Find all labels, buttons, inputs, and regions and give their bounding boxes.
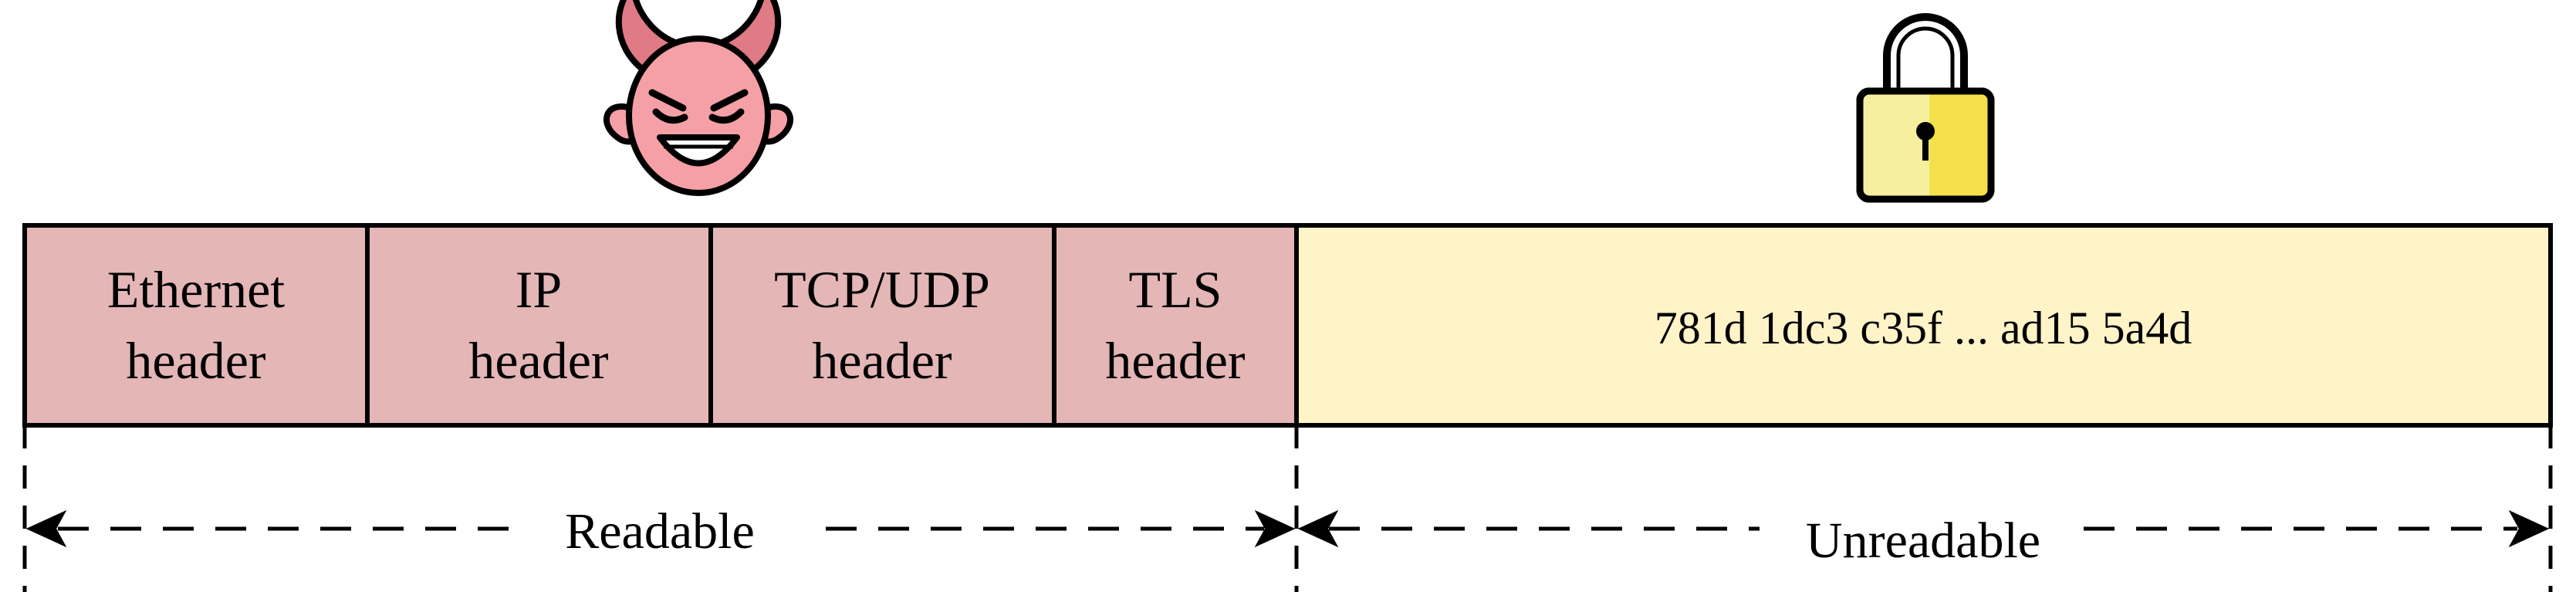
segment-ip [367,225,711,425]
devil-icon [603,0,794,196]
payload-hex: 781d 1dc3 c35f ... ad15 5a4d [1655,303,2192,354]
padlock-icon [1856,13,1995,203]
segment-label-line1: TCP/UDP [774,260,990,319]
segment-label-line1: TLS [1129,260,1222,319]
segment-label-line2: header [126,331,266,390]
segment-label-line1: IP [516,260,562,319]
unreadable-label: Unreadable [1806,513,2040,569]
segment-label-line2: header [1105,331,1246,390]
segment-label-line2: header [812,331,952,390]
packet-bar: Ethernet header IP header TCP/UDP header… [22,223,2553,428]
readable-arrow [25,509,1296,548]
segment-tls [1054,225,1296,425]
segment-ethernet [25,225,367,425]
readable-label: Readable [565,503,755,560]
segment-payload [1296,225,2551,425]
segment-label-line1: Ethernet [107,260,285,319]
segment-tcp-udp [711,225,1054,425]
unreadable-arrow [1297,509,2550,548]
range-indicators [22,425,2553,592]
segment-label-line2: header [468,331,609,390]
